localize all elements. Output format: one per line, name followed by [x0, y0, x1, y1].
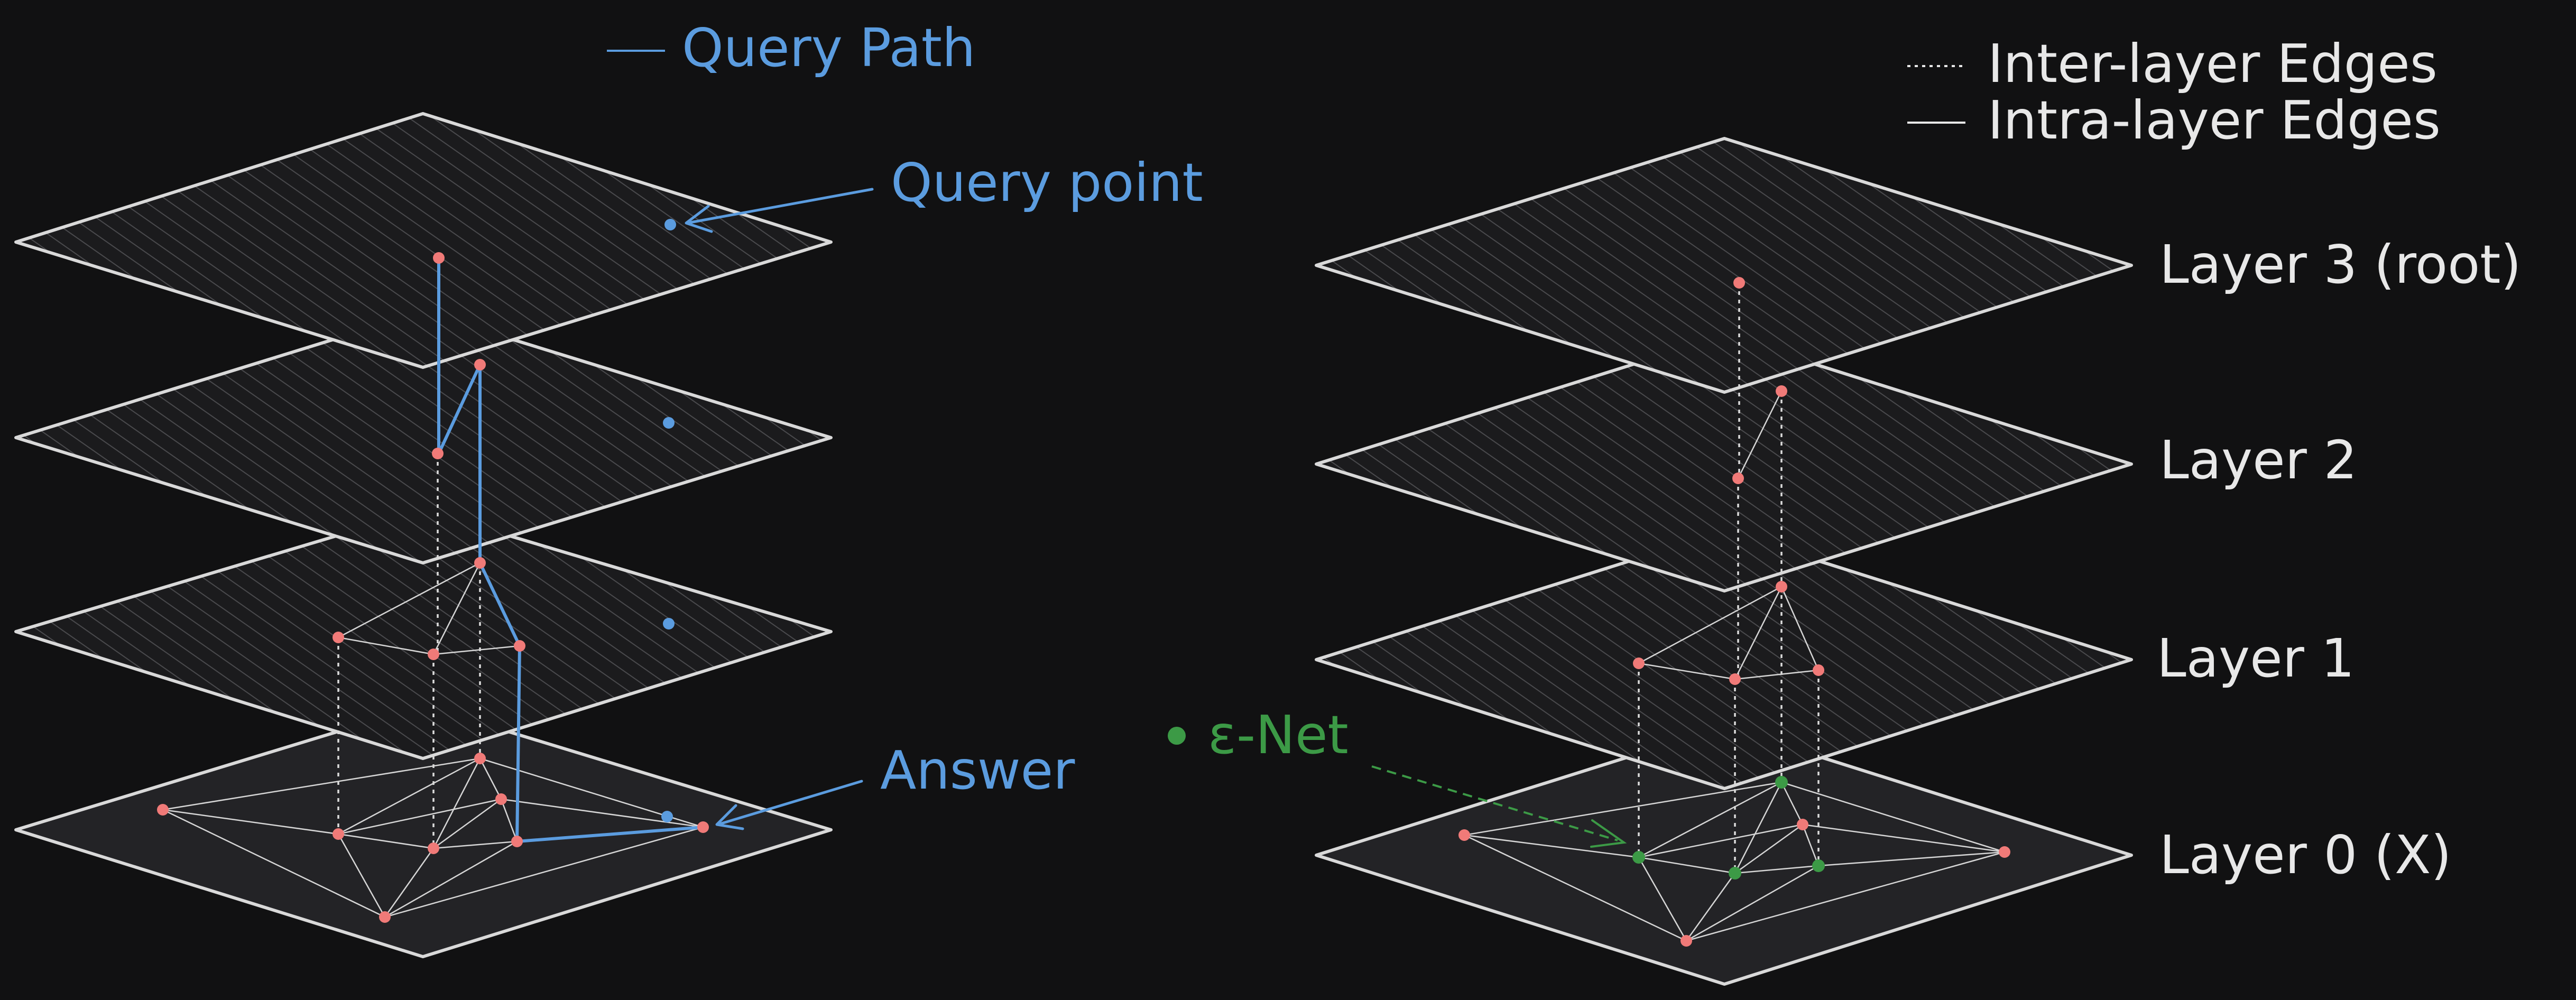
left-nodes	[157, 252, 709, 923]
left-stack	[14, 112, 833, 958]
right-stack: Layer 3 (root) Layer 2 Layer 1 Layer 0 (…	[1315, 137, 2522, 986]
query-point-markers	[661, 219, 676, 822]
left-layer-3-plane	[14, 112, 833, 369]
edge-legend: Inter-layer Edges Intra-layer Edges	[1907, 33, 2441, 151]
right-nodes	[1458, 277, 2010, 947]
answer-annotation: Answer	[715, 739, 1075, 830]
right-layer-0-plane	[1315, 725, 2133, 986]
layer-1-label: Layer 1	[2157, 627, 2355, 689]
legend-query-path-label: Query Path	[682, 17, 975, 79]
right-layer-1-edges	[1638, 586, 1820, 680]
left-layer-0-plane	[14, 704, 833, 958]
legend-intra-layer-label: Intra-layer Edges	[1988, 89, 2441, 151]
legend-query-path: Query Path	[607, 17, 975, 79]
right-layer-1-plane	[1315, 530, 2133, 790]
epsilon-net-legend-dot	[1168, 727, 1186, 745]
layer-0-label: Layer 0 (X)	[2159, 824, 2452, 886]
right-inter-layer-edges	[1638, 283, 1820, 873]
left-layer-1-plane	[14, 508, 833, 760]
right-layer-2-plane	[1315, 334, 2133, 592]
right-layer-2-edge	[1737, 391, 1783, 479]
right-layer-0-edges	[1464, 781, 2005, 942]
query-point-label: Query point	[891, 152, 1203, 214]
epsilon-net-annotation: ε-Net	[1168, 704, 1627, 848]
answer-label: Answer	[880, 739, 1075, 801]
query-point-annotation: Query point	[685, 152, 1203, 233]
legend-inter-layer-label: Inter-layer Edges	[1988, 33, 2437, 95]
right-layer-3-plane	[1315, 137, 2133, 394]
left-layer-2-plane	[14, 310, 833, 564]
layer-2-label: Layer 2	[2159, 429, 2357, 491]
epsilon-net-label: ε-Net	[1208, 704, 1349, 766]
layer-3-label: Layer 3 (root)	[2159, 234, 2522, 295]
